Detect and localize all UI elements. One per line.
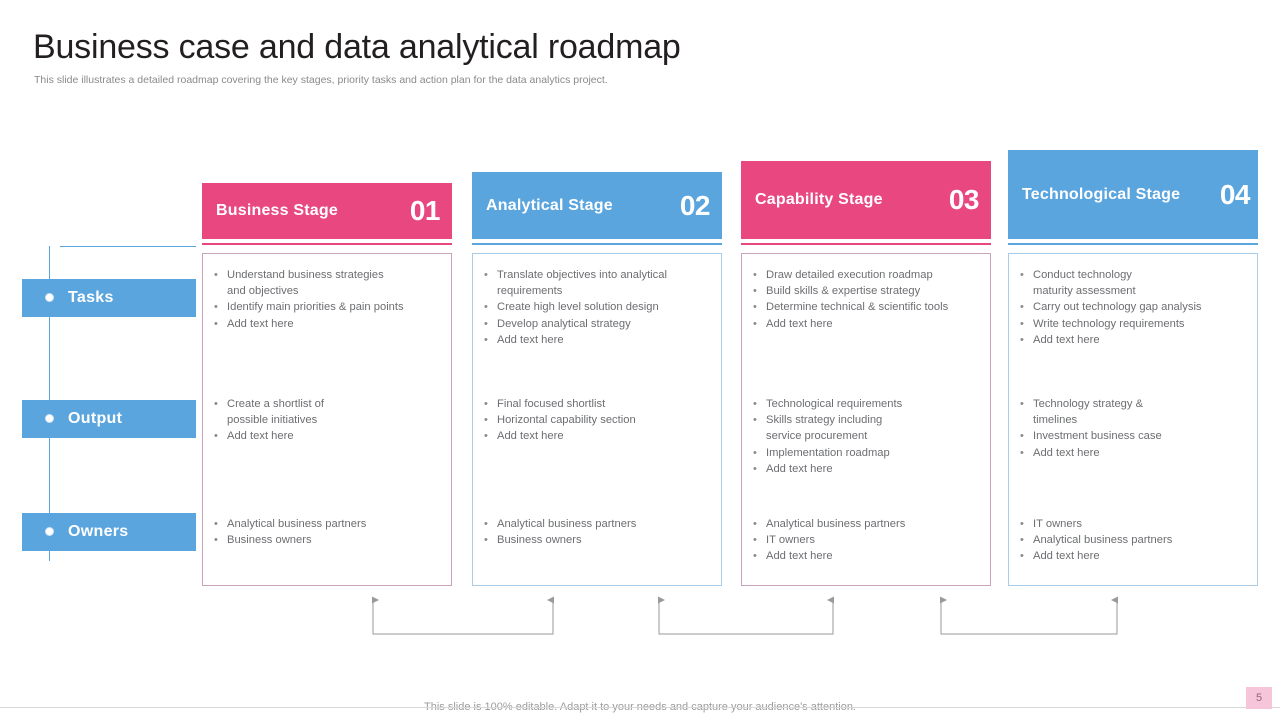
- connector-1: [372, 596, 554, 635]
- list-item: Conduct technology maturity assessment: [1017, 267, 1257, 299]
- stage-tasks-2: Translate objectives into analytical req…: [481, 267, 721, 348]
- task-list: Understand business strategies and objec…: [211, 267, 451, 332]
- stage-number: 03: [948, 184, 980, 215]
- list-item: Understand business strategies and objec…: [211, 267, 451, 299]
- list-item: Business owners: [211, 532, 451, 548]
- list-item: Add text here: [211, 428, 451, 444]
- stage-body-1: Understand business strategies and objec…: [202, 253, 452, 586]
- rail-dot-output: [45, 414, 54, 423]
- list-item: Add text here: [750, 316, 990, 332]
- stage-body-3: Draw detailed execution roadmapBuild ski…: [741, 253, 991, 586]
- list-item: Business owners: [481, 532, 721, 548]
- list-item: Technology strategy & timelines: [1017, 396, 1257, 428]
- owners-list: Analytical business partnersBusiness own…: [481, 516, 721, 549]
- page-number-badge: 5: [1246, 687, 1272, 709]
- list-item: Analytical business partners: [750, 516, 990, 532]
- stage-name: Business Stage: [216, 202, 338, 219]
- page-title: Business case and data analytical roadma…: [33, 28, 681, 66]
- list-item: Add text here: [750, 461, 990, 477]
- list-item: Add text here: [750, 548, 990, 564]
- stage-underline-4: [1008, 243, 1258, 245]
- list-item: Create high level solution design: [481, 299, 721, 315]
- list-item: Determine technical & scientific tools: [750, 299, 990, 315]
- stage-output-2: Final focused shortlistHorizontal capabi…: [481, 396, 721, 445]
- list-item: Add text here: [211, 316, 451, 332]
- stage-tasks-4: Conduct technology maturity assessmentCa…: [1017, 267, 1257, 348]
- list-item: Build skills & expertise strategy: [750, 283, 990, 299]
- stage-number: 04: [1219, 178, 1251, 210]
- list-item: Horizontal capability section: [481, 412, 721, 428]
- stage-header-4[interactable]: Technological Stage 04: [1008, 150, 1258, 239]
- rail-top-line: [60, 246, 196, 247]
- stage-underline-3: [741, 243, 991, 245]
- stage-owners-3: Analytical business partnersIT ownersAdd…: [750, 516, 990, 565]
- list-item: Write technology requirements: [1017, 316, 1257, 332]
- stage-number: 02: [679, 189, 711, 221]
- stage-header-3[interactable]: Capability Stage 03: [741, 161, 991, 239]
- output-list: Final focused shortlistHorizontal capabi…: [481, 396, 721, 445]
- rail-label-text: Tasks: [68, 289, 114, 306]
- rail-dot-tasks: [45, 293, 54, 302]
- rail-dot-owners: [45, 527, 54, 536]
- list-item: Analytical business partners: [481, 516, 721, 532]
- list-item: Add text here: [1017, 548, 1257, 564]
- stage-tasks-1: Understand business strategies and objec…: [211, 267, 451, 332]
- task-list: Conduct technology maturity assessmentCa…: [1017, 267, 1257, 348]
- stage-underline-1: [202, 243, 452, 245]
- stage-output-4: Technology strategy & timelinesInvestmen…: [1017, 396, 1257, 461]
- stage-header-2[interactable]: Analytical Stage 02: [472, 172, 722, 239]
- stage-connectors: [372, 596, 1118, 635]
- list-item: Analytical business partners: [211, 516, 451, 532]
- stage-body-2: Translate objectives into analytical req…: [472, 253, 722, 586]
- list-item: Implementation roadmap: [750, 445, 990, 461]
- list-item: Add text here: [1017, 332, 1257, 348]
- list-item: Technological requirements: [750, 396, 990, 412]
- list-item: IT owners: [750, 532, 990, 548]
- footer-divider: [0, 707, 1280, 708]
- output-list: Technology strategy & timelinesInvestmen…: [1017, 396, 1257, 461]
- list-item: Identify main priorities & pain points: [211, 299, 451, 315]
- task-list: Draw detailed execution roadmapBuild ski…: [750, 267, 990, 332]
- list-item: Draw detailed execution roadmap: [750, 267, 990, 283]
- stage-header-1[interactable]: Business Stage 01: [202, 183, 452, 239]
- list-item: IT owners: [1017, 516, 1257, 532]
- list-item: Skills strategy including service procur…: [750, 412, 990, 444]
- list-item: Analytical business partners: [1017, 532, 1257, 548]
- stage-tasks-3: Draw detailed execution roadmapBuild ski…: [750, 267, 990, 332]
- stage-name: Technological Stage: [1022, 185, 1181, 203]
- owners-list: Analytical business partnersBusiness own…: [211, 516, 451, 549]
- owners-list: Analytical business partnersIT ownersAdd…: [750, 516, 990, 565]
- stage-number: 01: [409, 195, 441, 226]
- list-item: Create a shortlist of possible initiativ…: [211, 396, 451, 428]
- list-item: Translate objectives into analytical req…: [481, 267, 721, 299]
- list-item: Add text here: [481, 428, 721, 444]
- connector-2: [658, 596, 834, 635]
- list-item: Add text here: [481, 332, 721, 348]
- list-item: Carry out technology gap analysis: [1017, 299, 1257, 315]
- stage-owners-1: Analytical business partnersBusiness own…: [211, 516, 451, 549]
- page-subtitle: This slide illustrates a detailed roadma…: [34, 74, 608, 86]
- task-list: Translate objectives into analytical req…: [481, 267, 721, 348]
- list-item: Develop analytical strategy: [481, 316, 721, 332]
- stage-name: Capability Stage: [755, 191, 883, 208]
- stage-underline-2: [472, 243, 722, 245]
- stage-name: Analytical Stage: [486, 196, 613, 214]
- stage-body-4: Conduct technology maturity assessmentCa…: [1008, 253, 1258, 586]
- stage-output-1: Create a shortlist of possible initiativ…: [211, 396, 451, 445]
- stage-owners-2: Analytical business partnersBusiness own…: [481, 516, 721, 549]
- list-item: Final focused shortlist: [481, 396, 721, 412]
- rail-label-text: Output: [68, 410, 123, 427]
- list-item: Investment business case: [1017, 428, 1257, 444]
- rail-label-text: Owners: [68, 523, 129, 540]
- stage-output-3: Technological requirementsSkills strateg…: [750, 396, 990, 477]
- connector-3: [940, 596, 1118, 635]
- output-list: Technological requirementsSkills strateg…: [750, 396, 990, 477]
- list-item: Add text here: [1017, 445, 1257, 461]
- output-list: Create a shortlist of possible initiativ…: [211, 396, 451, 445]
